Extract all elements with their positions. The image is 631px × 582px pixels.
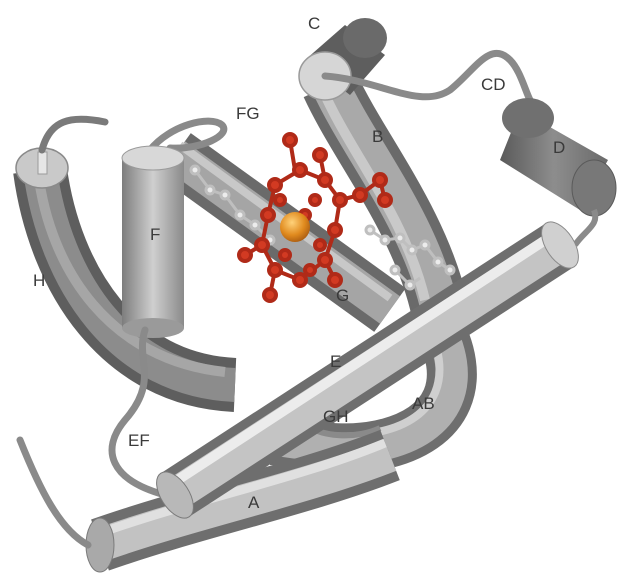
label-ab: AB bbox=[412, 395, 435, 412]
label-e: E bbox=[330, 353, 341, 370]
label-d: D bbox=[553, 139, 565, 156]
helix-d bbox=[500, 98, 616, 245]
label-h: H bbox=[33, 272, 45, 289]
loop-fg bbox=[150, 121, 224, 150]
label-cd: CD bbox=[481, 76, 506, 93]
label-fg: FG bbox=[236, 105, 260, 122]
label-f: F bbox=[150, 226, 160, 243]
label-c: C bbox=[308, 15, 320, 32]
label-a: A bbox=[248, 494, 259, 511]
label-g: G bbox=[336, 287, 349, 304]
label-b: B bbox=[372, 128, 383, 145]
iron-atom bbox=[280, 212, 310, 242]
label-gh: GH bbox=[323, 408, 349, 425]
label-ef: EF bbox=[128, 432, 150, 449]
